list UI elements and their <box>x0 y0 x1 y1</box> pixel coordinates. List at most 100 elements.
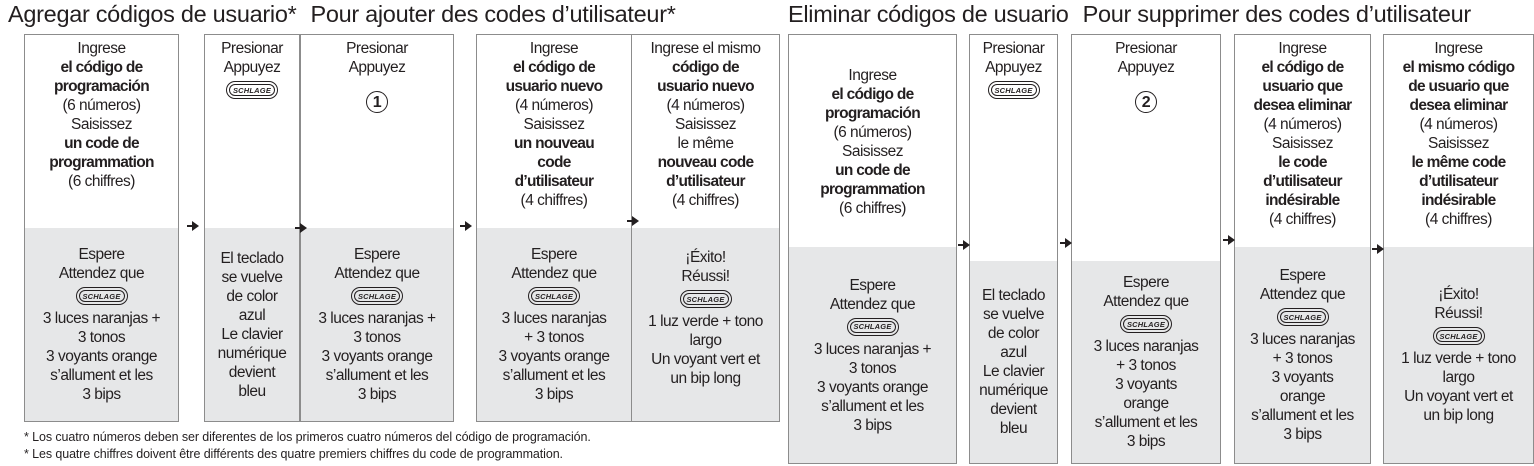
schlage-button-icon: SCHLAGE <box>351 287 403 305</box>
next-step-arrow-icon <box>1222 235 1235 245</box>
footnote-es: * Los cuatro números deben ser diferente… <box>24 430 591 444</box>
keypad-button-1: 1 <box>366 91 388 113</box>
instruction-text: Saisissez <box>675 116 736 133</box>
result-text: 3 bips <box>853 416 892 434</box>
schlage-button-icon: SCHLAGE <box>75 287 128 305</box>
instruction-text: programmation <box>820 181 925 198</box>
instruction-text: programación <box>825 105 921 122</box>
result-text: Réussi! <box>681 268 730 285</box>
result-text: Espere <box>353 246 401 263</box>
next-step-arrow-icon <box>1059 238 1072 248</box>
result-text: 3 bips <box>1126 433 1166 450</box>
schlage-button-icon: SCHLAGE <box>987 81 1040 99</box>
instruction-text: Appuyez <box>1117 59 1175 76</box>
next-step-arrow-icon <box>626 216 639 226</box>
result-text: numérique <box>979 382 1048 399</box>
instruction-text: el código de <box>512 59 596 76</box>
instruction-text: Appuyez <box>348 59 406 76</box>
instruction-text: usuario nuevo <box>657 78 755 95</box>
schlage-button-icon: SCHLAGE <box>528 287 580 305</box>
result-text: s’allument et les <box>821 397 924 415</box>
instruction-text: Appuyez <box>223 59 281 76</box>
schlage-button-icon: SCHLAGE <box>1276 308 1329 326</box>
result-text: 3 luces naranjas + <box>42 310 161 327</box>
result-text: devient <box>228 363 276 381</box>
instruction-text: usuario nuevo <box>505 78 604 95</box>
instruction-text: Appuyez <box>985 59 1042 76</box>
result-text: 3 voyants orange <box>817 378 928 396</box>
next-step-arrow-icon <box>460 221 472 231</box>
result-text: 3 tonos <box>353 329 401 346</box>
result-text: s’allument et les <box>1094 414 1198 431</box>
schlage-logo-text: SCHLAGE <box>994 85 1033 95</box>
instruction-text: Ingrese <box>77 40 126 57</box>
instruction-text: Saisissez <box>523 116 585 133</box>
instruction-text: el mismo código <box>1402 59 1516 76</box>
result-text: El teclado <box>220 249 284 267</box>
instruction-text: (4 números) <box>514 97 594 114</box>
result-text: Attendez que <box>58 265 145 282</box>
result-text: Attendez que <box>334 265 420 282</box>
instruction-text: le code <box>1278 154 1327 171</box>
next-step-arrow-icon <box>1372 244 1384 254</box>
instruction-text: Ingrese el mismo <box>650 40 761 57</box>
result-text: 3 voyants orange <box>498 348 610 365</box>
result-text: 3 tonos <box>77 329 126 346</box>
result-text: Attendez que <box>1103 293 1189 310</box>
result-text: + 3 tonos <box>1116 357 1176 374</box>
schlage-logo-text: SCHLAGE <box>232 85 272 95</box>
result-text: bleu <box>238 382 266 400</box>
delete-codes-title-fr: Pour supprimer des codes d’utilisateur <box>1082 1 1472 27</box>
result-text: Espere <box>530 246 578 263</box>
result-text: Réussi! <box>1434 305 1483 322</box>
keypad-button-2: 2 <box>1135 91 1157 113</box>
result-text: numérique <box>217 344 287 362</box>
schlage-logo-text: SCHLAGE <box>357 291 397 301</box>
instruction-text: Ingrese <box>848 67 897 84</box>
result-text: 3 luces naranjas + <box>813 340 932 358</box>
result-text: 3 luces naranjas <box>501 310 607 327</box>
next-step-arrow-icon <box>295 223 307 233</box>
result-text: s’allument et les <box>1251 407 1354 424</box>
schlage-logo-text: SCHLAGE <box>686 294 725 304</box>
result-text: orange <box>1279 388 1326 405</box>
result-text: Le clavier <box>982 363 1045 380</box>
add-codes-title-fr: Pour ajouter des codes d’utilisateur* <box>310 1 676 27</box>
result-text: s’allument et les <box>502 367 606 384</box>
instruction-text: (6 números) <box>62 97 141 114</box>
result-text: 3 luces naranjas <box>1093 338 1199 355</box>
instruction-text: nouveau code <box>657 154 755 171</box>
instruction-text: le même <box>677 135 734 152</box>
instruction-text: (6 chiffres) <box>839 200 906 217</box>
step-instruction: Ingrese el mismo código de usuario nuevo (4… <box>632 35 779 210</box>
instruction-text: Saisissez <box>1428 135 1489 152</box>
instruction-text: un code de <box>64 135 140 152</box>
instruction-text: (4 números) <box>666 97 745 114</box>
instruction-text: un code de <box>835 162 911 179</box>
instruction-text: Presionar <box>982 40 1045 57</box>
instruction-text: Presionar <box>1115 40 1177 57</box>
instruction-text: código de <box>672 59 740 76</box>
instruction-text: (4 chiffres) <box>1425 211 1492 228</box>
instruction-text: Presionar <box>346 40 408 57</box>
schlage-logo-text: SCHLAGE <box>1126 319 1166 329</box>
instruction-text: d’utilisateur <box>1263 173 1342 190</box>
result-text: 1 luz verde + tono <box>1401 350 1516 367</box>
result-text: un bip long <box>1423 407 1494 424</box>
